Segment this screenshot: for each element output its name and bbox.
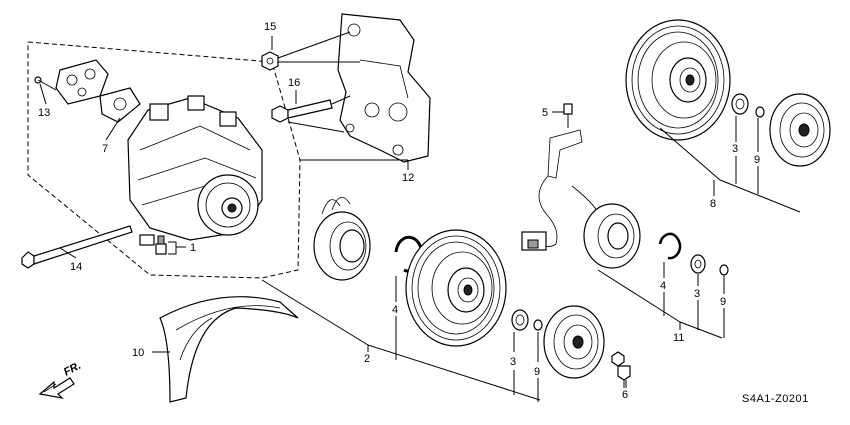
front-arrow-label: FR. xyxy=(62,360,83,379)
bolt-6 xyxy=(611,351,631,388)
shim-3-top xyxy=(731,93,749,115)
callout-14: 14 xyxy=(70,261,82,273)
callout-5: 5 xyxy=(542,107,548,119)
long-bolt-14 xyxy=(21,225,133,269)
callout-7: 7 xyxy=(102,143,108,155)
shim-3-bottom xyxy=(511,309,529,331)
pulley-top-right xyxy=(625,19,731,141)
callout-11: 11 xyxy=(673,332,684,344)
callout-15: 15 xyxy=(264,21,276,33)
callout-12: 12 xyxy=(402,172,414,184)
callout-9-top: 9 xyxy=(754,154,760,166)
nut-15 xyxy=(261,51,279,71)
compressor-assembly-boundary xyxy=(27,41,301,279)
bolt-16 xyxy=(271,99,333,123)
callout-4-right: 4 xyxy=(660,280,666,292)
washer-9-right xyxy=(719,264,729,276)
bolt-13 xyxy=(34,76,57,91)
callout-2: 2 xyxy=(364,353,370,365)
clutch-plate-top xyxy=(769,93,831,167)
callout-3-right: 3 xyxy=(694,288,700,300)
callout-9-right: 9 xyxy=(720,296,726,308)
clutch-plate-bottom xyxy=(543,305,605,379)
snap-ring-4b xyxy=(658,232,682,260)
gasket-plate xyxy=(55,59,141,123)
callout-13: 13 xyxy=(38,107,50,119)
callout-6: 6 xyxy=(622,389,628,401)
field-coil-right xyxy=(583,203,641,269)
washer-9-top xyxy=(755,106,765,118)
callout-16: 16 xyxy=(288,77,300,89)
compressor-body xyxy=(127,95,263,246)
callout-4-center: 4 xyxy=(392,304,398,316)
front-direction-arrow: FR. xyxy=(38,360,83,399)
pulley-center xyxy=(405,229,507,347)
callout-3-top: 3 xyxy=(732,143,738,155)
field-coil xyxy=(313,196,371,281)
shim-3-right xyxy=(690,254,706,274)
washer-9-bottom xyxy=(533,319,543,331)
callout-1: 1 xyxy=(190,242,196,254)
callout-8: 8 xyxy=(710,198,716,210)
bolt-1 xyxy=(155,235,167,255)
leader-lines xyxy=(39,31,801,402)
callout-9-bottom: 9 xyxy=(534,366,540,378)
callout-labels: 1 2 3 3 3 4 4 5 6 7 8 9 9 9 10 11 12 13 … xyxy=(38,21,760,401)
callout-3-bottom: 3 xyxy=(510,356,516,368)
diagram-code: S4A1-Z0201 xyxy=(742,393,809,405)
mounting-bracket xyxy=(337,13,431,163)
callout-10: 10 xyxy=(132,347,144,359)
drive-belt xyxy=(159,296,299,403)
